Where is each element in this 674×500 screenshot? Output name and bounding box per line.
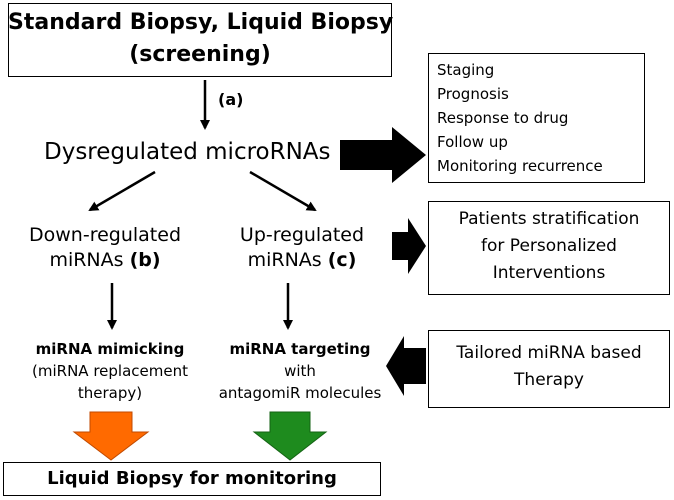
- stratification-line: Patients stratification: [458, 209, 640, 229]
- outcome-item: Response to drug: [437, 109, 569, 127]
- standard-biopsy-box: [8, 3, 392, 77]
- step-b-label: (b): [129, 249, 161, 271]
- outcome-item: Prognosis: [437, 85, 509, 103]
- liquid-biopsy-monitoring-box: [3, 462, 381, 496]
- orange-down-arrow: [72, 411, 150, 461]
- mimicking-line: therapy): [77, 384, 143, 402]
- up-regulated-mirnas: miRNAs (c): [222, 249, 382, 271]
- tailored-therapy-box: [428, 330, 670, 408]
- up-mirnas-text: miRNAs: [247, 249, 328, 271]
- clinical-outcomes-box: [428, 53, 645, 183]
- arrow-to-down-regulated: [88, 170, 156, 212]
- block-arrow-from-tailored: [386, 336, 426, 396]
- stratification-line: for Personalized: [481, 236, 617, 256]
- block-arrow-to-outcomes: [340, 127, 426, 183]
- targeting-line: with: [284, 362, 316, 380]
- tailored-line: Tailored miRNA based: [456, 343, 642, 363]
- up-regulated-label: Up-regulated: [239, 224, 365, 246]
- tailored-line: Therapy: [514, 370, 584, 390]
- down-mirnas-text: miRNAs: [49, 249, 130, 271]
- step-c-label: (c): [327, 249, 357, 271]
- outcome-item: Monitoring recurrence: [437, 157, 603, 175]
- standard-biopsy-title: Standard Biopsy, Liquid Biopsy: [8, 10, 394, 35]
- outcome-item: Follow up: [437, 133, 508, 151]
- green-down-arrow: [252, 411, 328, 461]
- liquid-biopsy-monitoring-label: Liquid Biopsy for monitoring: [47, 468, 337, 489]
- stratification-line: Interventions: [492, 263, 606, 283]
- step-a-label: (a): [218, 90, 244, 109]
- dysregulated-microrna-label: Dysregulated microRNAs: [44, 139, 331, 165]
- block-arrow-to-stratification: [392, 218, 426, 274]
- targeting-title: miRNA targeting: [229, 340, 371, 358]
- mimicking-line: (miRNA replacement: [32, 362, 188, 380]
- outcome-item: Staging: [437, 61, 495, 79]
- mimicking-title: miRNA mimicking: [35, 340, 185, 358]
- stratification-box: [428, 201, 670, 295]
- arrow-to-up-regulated: [249, 170, 317, 212]
- targeting-line: antagomiR molecules: [218, 384, 382, 402]
- down-regulated-label: Down-regulated: [29, 224, 181, 246]
- down-regulated-mirnas: miRNAs (b): [10, 249, 200, 271]
- screening-label: (screening): [129, 42, 271, 67]
